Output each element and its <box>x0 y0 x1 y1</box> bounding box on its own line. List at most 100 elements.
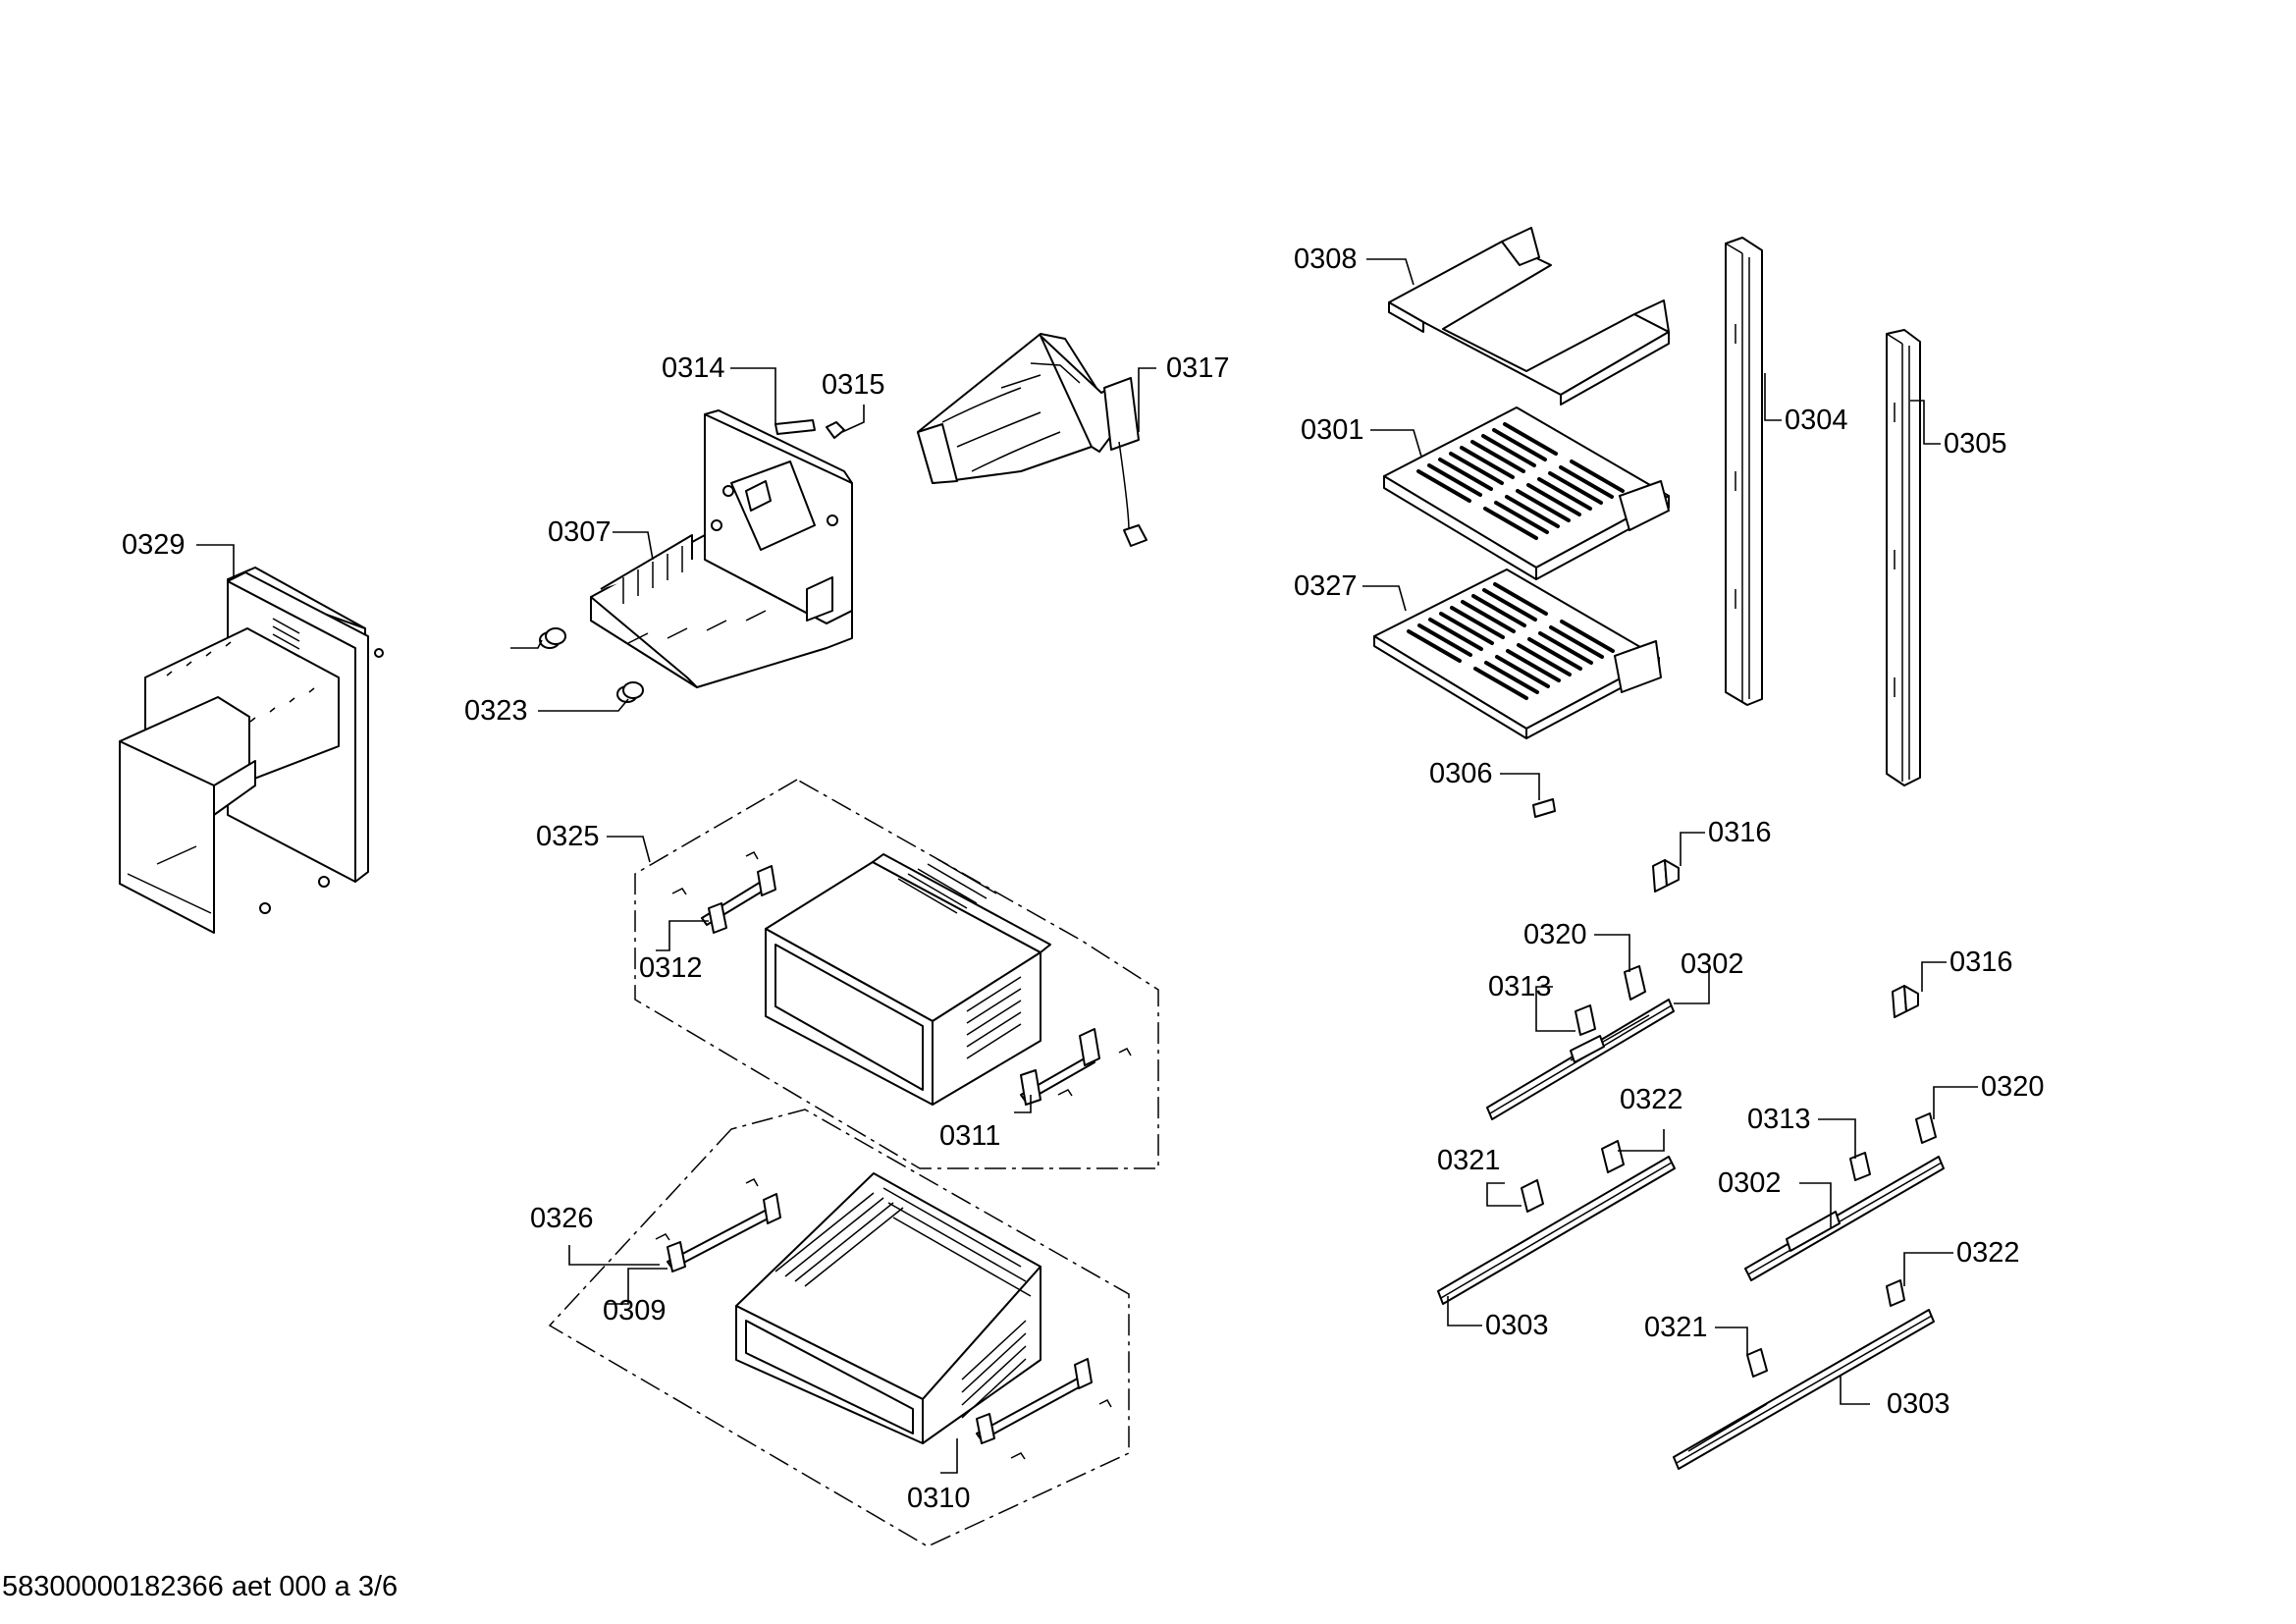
label-0306: 0306 <box>1429 758 1493 789</box>
label-0326: 0326 <box>530 1203 594 1234</box>
shelf-slot <box>1559 465 1614 499</box>
label-0321b: 0321 <box>1644 1312 1708 1343</box>
label-0316b: 0316 <box>1949 947 2013 978</box>
shelf-slot <box>1439 612 1494 645</box>
shelf-slot <box>1417 623 1472 657</box>
part-0302b-slide <box>1744 1156 1945 1281</box>
part-0311-runner <box>1020 1028 1132 1106</box>
shelf-slot <box>1470 440 1525 473</box>
part-0320a-clip <box>1624 965 1646 1001</box>
part-0327-shelf <box>1373 568 1662 739</box>
shelf-slot <box>1407 629 1462 663</box>
group-0325-outline <box>634 779 1159 1169</box>
group-0326-outline <box>548 1109 1130 1547</box>
label-0314: 0314 <box>662 352 725 384</box>
label-0317: 0317 <box>1166 352 1230 384</box>
shelf-slot <box>1516 489 1571 522</box>
shelf-slot <box>1473 667 1528 700</box>
part-0321a-clip <box>1521 1179 1544 1213</box>
label-0320a: 0320 <box>1523 919 1587 950</box>
shelf-slot <box>1492 428 1547 461</box>
label-0301: 0301 <box>1301 414 1364 446</box>
shelf-slot <box>1438 458 1493 491</box>
leader-lines <box>196 258 1978 1474</box>
label-0315: 0315 <box>822 369 885 401</box>
part-0303a-slide <box>1437 1156 1676 1305</box>
label-0310: 0310 <box>907 1483 971 1514</box>
label-0323: 0323 <box>464 695 528 727</box>
label-0312: 0312 <box>639 952 703 984</box>
shelf-slot <box>1449 452 1504 485</box>
label-0304: 0304 <box>1785 405 1848 436</box>
shelf-slot <box>1505 495 1560 528</box>
part-0304-rail <box>1725 237 1763 706</box>
part-0322b-clip <box>1886 1279 1905 1307</box>
label-0302a: 0302 <box>1681 948 1744 980</box>
label-0316a: 0316 <box>1708 817 1772 848</box>
part-0307-bin-housing <box>590 409 853 688</box>
callout-labels: 0308 0301 0327 0304 0305 0306 0316 0320 … <box>122 244 2045 1514</box>
part-0329-housing <box>119 567 384 934</box>
shelf-slot <box>1493 582 1548 616</box>
label-0305: 0305 <box>1944 428 2007 460</box>
shelf-slot <box>1428 618 1483 651</box>
part-0321b-clip <box>1746 1348 1768 1378</box>
part-0301-shelf <box>1383 406 1670 580</box>
part-0326-drawer <box>735 1172 1041 1444</box>
shelf-slot <box>1450 606 1505 639</box>
shelf-slot <box>1548 471 1603 505</box>
part-0302a-slide <box>1486 999 1675 1120</box>
part-0315-cap <box>826 421 845 439</box>
part-0308-shelf <box>1388 227 1670 406</box>
label-0325: 0325 <box>536 821 600 852</box>
part-0309-runner <box>655 1178 781 1272</box>
shelf-slot <box>1483 507 1538 540</box>
shelf-slot <box>1481 434 1536 467</box>
label-0308: 0308 <box>1294 244 1358 275</box>
shelf-slot <box>1461 600 1516 633</box>
part-0322a-clip <box>1601 1140 1625 1173</box>
label-0307: 0307 <box>548 516 612 548</box>
label-0329: 0329 <box>122 529 186 561</box>
label-0303a: 0303 <box>1485 1310 1549 1341</box>
part-0317-icemaker <box>917 333 1148 547</box>
shelf-slot <box>1570 460 1625 493</box>
label-0309: 0309 <box>603 1295 667 1326</box>
shelf-slot <box>1517 643 1572 677</box>
shelf-slot <box>1549 625 1604 659</box>
label-0311: 0311 <box>939 1120 1000 1152</box>
shelf-slot <box>1460 446 1515 479</box>
label-0313b: 0313 <box>1747 1104 1811 1135</box>
part-0325-drawer <box>765 853 1051 1106</box>
shelf-slot <box>1471 594 1526 627</box>
label-0313a: 0313 <box>1488 971 1552 1002</box>
shelf-slot <box>1484 661 1539 694</box>
label-0322a: 0322 <box>1620 1084 1683 1115</box>
shelf-slot <box>1427 463 1482 497</box>
shelf-slot <box>1526 483 1581 516</box>
part-0310-runner <box>976 1358 1112 1460</box>
label-0302b: 0302 <box>1718 1167 1782 1199</box>
part-0316a-bracket <box>1652 859 1680 893</box>
label-0303b: 0303 <box>1887 1388 1950 1420</box>
shelf-slot <box>1503 422 1558 456</box>
shelf-slot <box>1416 469 1471 503</box>
part-0323-feet <box>539 627 644 703</box>
part-0320b-clip <box>1915 1112 1937 1144</box>
shelf-slot <box>1560 620 1615 653</box>
part-0306-clip <box>1532 798 1556 818</box>
part-0313b-clip <box>1849 1152 1871 1181</box>
shelf-slot <box>1538 631 1593 665</box>
shelf-slot <box>1527 637 1582 671</box>
shelf-slot <box>1482 588 1537 622</box>
shelf-slot <box>1494 501 1549 534</box>
label-0322b: 0322 <box>1956 1237 2020 1269</box>
document-footer: 58300000182366 aet 000 a 3/6 <box>2 1571 399 1602</box>
part-0316b-bracket <box>1892 985 1919 1018</box>
shelf-slot <box>1537 477 1592 511</box>
label-0320b: 0320 <box>1981 1071 2045 1103</box>
part-0313a-clip <box>1575 1004 1596 1036</box>
part-0305-rail <box>1886 329 1921 786</box>
label-0321a: 0321 <box>1437 1145 1501 1176</box>
